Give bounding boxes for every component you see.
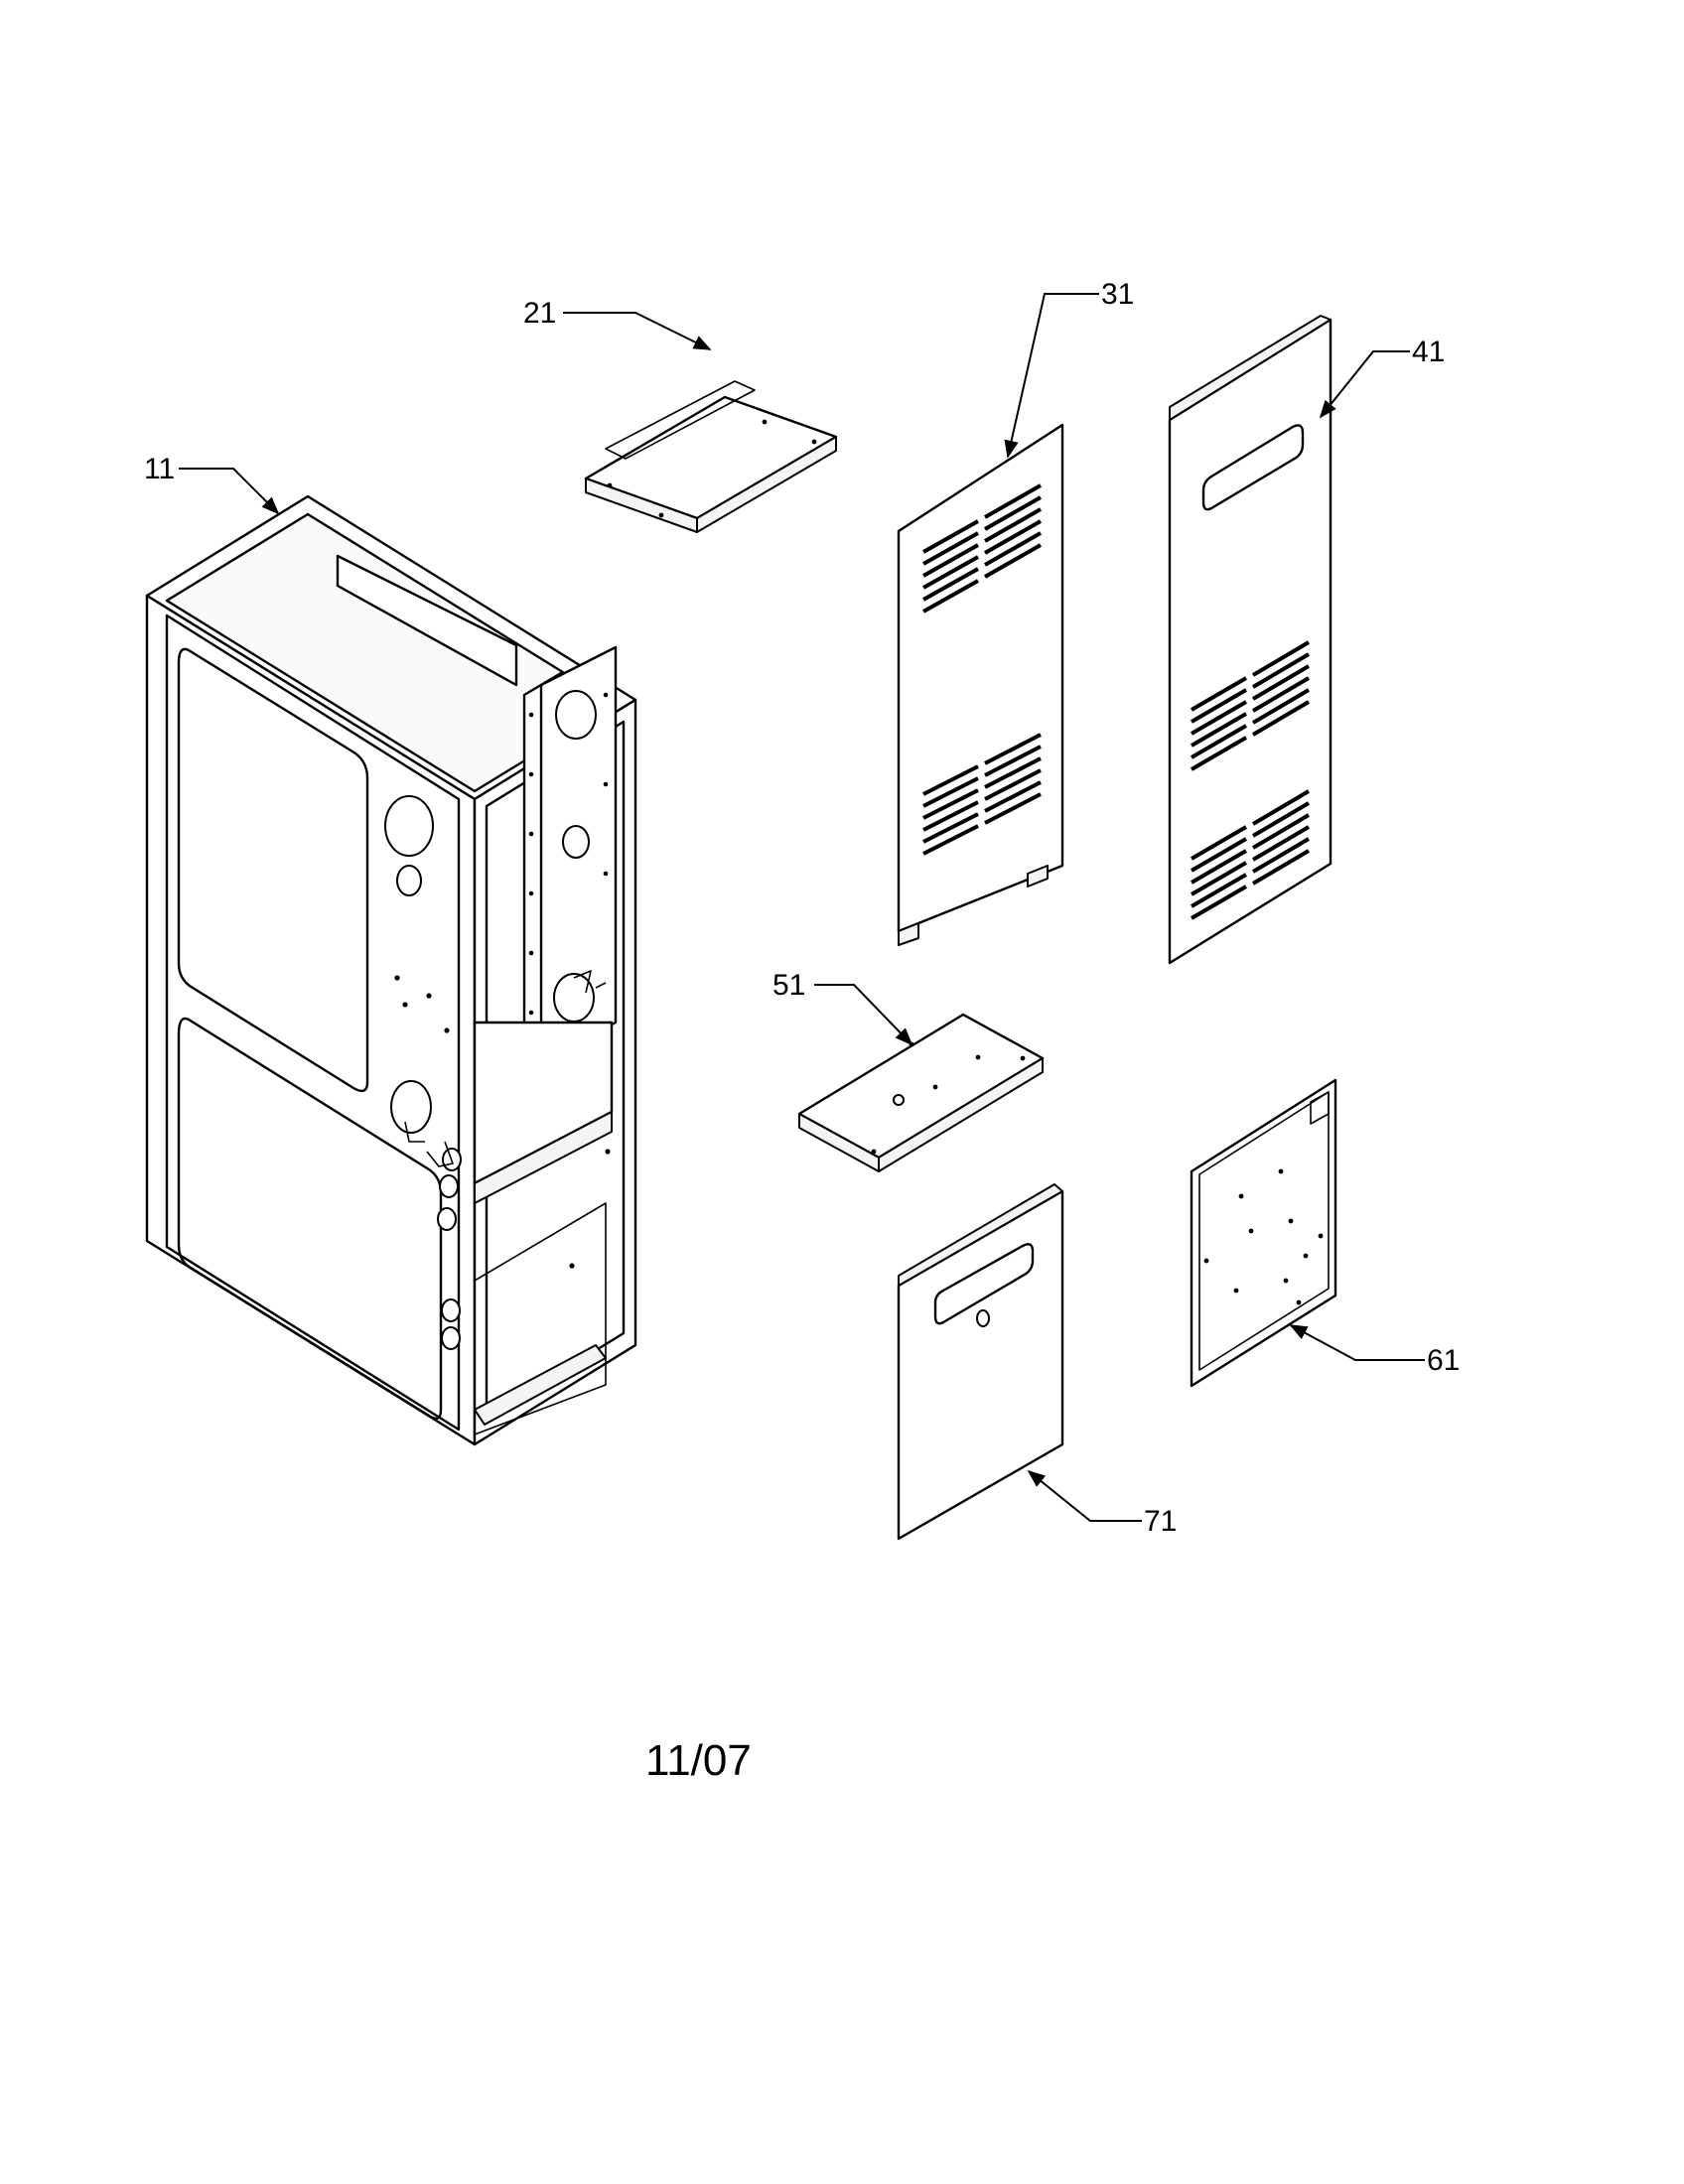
upper-door-part bbox=[897, 423, 1064, 946]
top-panel-part bbox=[584, 380, 838, 533]
label-lower-door: 71 bbox=[1144, 1505, 1177, 1538]
date-code: 11/07 bbox=[645, 1736, 752, 1785]
louvered-door-middle-louvers bbox=[1190, 640, 1311, 771]
louvered-door-part bbox=[1168, 315, 1333, 965]
upper-door-top-louvers bbox=[922, 483, 1042, 614]
cabinet-part bbox=[145, 494, 637, 1446]
label-louvered-door: 41 bbox=[1412, 336, 1445, 368]
divider-plate-part bbox=[797, 1013, 1045, 1172]
louvered-door-bottom-louvers bbox=[1190, 789, 1311, 920]
leader-lines bbox=[179, 293, 1425, 1522]
upper-door-bottom-louvers bbox=[922, 733, 1042, 856]
label-upper-door: 31 bbox=[1101, 278, 1134, 311]
label-cabinet: 11 bbox=[144, 453, 175, 485]
label-side-panel: 61 bbox=[1427, 1344, 1460, 1377]
label-top-panel: 21 bbox=[523, 297, 556, 330]
side-panel-part bbox=[1190, 1078, 1337, 1388]
lower-door-part bbox=[897, 1183, 1064, 1541]
label-divider-plate: 51 bbox=[772, 969, 805, 1002]
